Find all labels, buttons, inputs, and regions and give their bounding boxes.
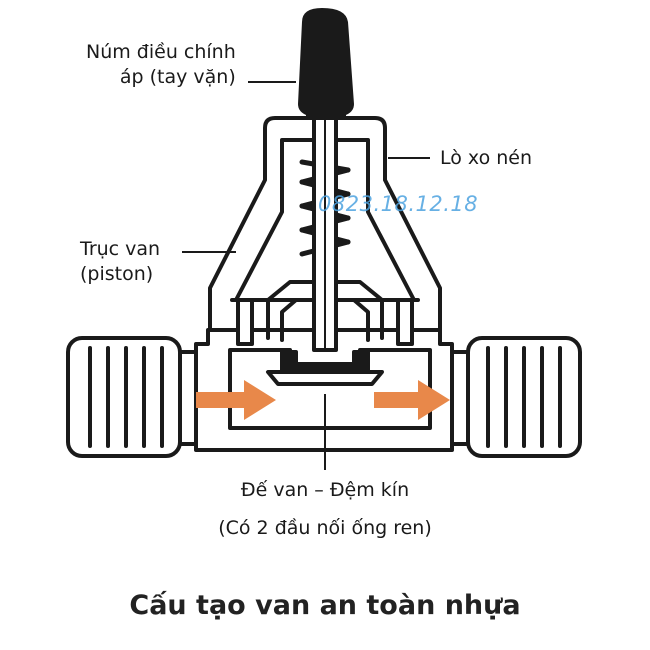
adjustment-knob <box>298 8 354 120</box>
ends-label: (Có 2 đầu nối ống ren) <box>218 517 432 539</box>
knob-label: Núm điều chính áp (tay vặn) <box>86 40 236 90</box>
arrow-right-icon <box>196 380 276 420</box>
knob-label-line-1: Núm điều chính <box>86 41 236 63</box>
knob-label-line-2: áp (tay vặn) <box>119 66 236 88</box>
diagram-title: Cấu tạo van an toàn nhựa <box>129 590 521 621</box>
left-threaded-connector <box>66 336 198 458</box>
stem-label-line-2: (piston) <box>80 263 154 285</box>
stem-label: Trục van (piston) <box>80 237 160 287</box>
watermark-text: 0823.18.12.18 <box>318 192 479 216</box>
arrow-right-icon <box>374 380 450 420</box>
valve-seat <box>266 350 384 386</box>
valve-stem <box>312 116 338 352</box>
seat-label: Đế van – Đệm kín <box>240 479 410 501</box>
right-threaded-connector <box>450 336 582 458</box>
stem-label-line-1: Trục van <box>80 238 161 260</box>
spring-label: Lò xo nén <box>440 147 533 169</box>
